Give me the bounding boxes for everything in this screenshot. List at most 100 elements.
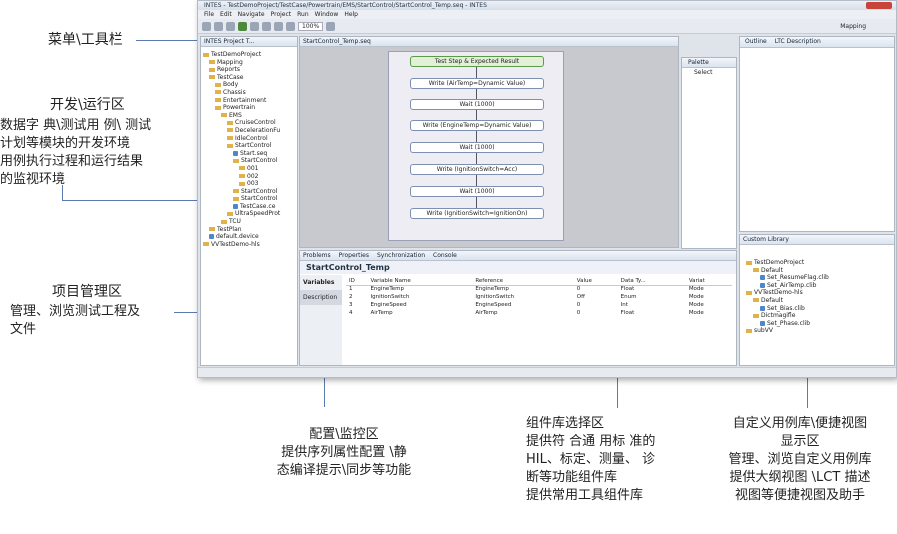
table-cell: Off [576, 294, 585, 300]
project-tree-item[interactable]: Powertrain [203, 104, 295, 112]
menu-navigate[interactable]: Navigate [237, 11, 265, 18]
column-header[interactable]: Variat [685, 277, 732, 286]
zoom-level[interactable]: 100% [298, 21, 324, 31]
project-tree-item[interactable]: StartControl [203, 142, 295, 150]
tree-item-label: 001 [247, 164, 259, 172]
image-icon[interactable] [326, 21, 336, 31]
table-cell: AirTemp [370, 310, 393, 316]
sequence-step[interactable]: Write (IgnitionSwitch=IgnitionOn) [410, 208, 544, 219]
project-tree-item[interactable]: TestPlan [203, 226, 295, 234]
variables-tab[interactable]: Variables [303, 279, 335, 286]
project-tree-item[interactable]: 003 [203, 180, 295, 188]
menu-run[interactable]: Run [297, 11, 309, 18]
close-icon[interactable] [866, 2, 892, 9]
print-icon[interactable] [226, 21, 235, 31]
tab-console[interactable]: Console [433, 252, 457, 259]
project-pointer-line [174, 312, 204, 313]
sequence-step[interactable]: Write (IgnitionSwitch=Acc) [410, 164, 544, 175]
sequence-step[interactable]: Wait (1000) [410, 142, 544, 153]
project-tree-item[interactable]: Start.seq [203, 150, 295, 158]
table-cell: EngineTemp [475, 286, 509, 293]
library-item-label: Set_Bias.clib [767, 304, 805, 312]
library-tree-item[interactable]: subVV [746, 327, 891, 335]
zoom-in-icon[interactable] [274, 21, 283, 31]
tree-item-label: TCU [229, 218, 241, 226]
save-icon[interactable] [214, 21, 223, 31]
project-tree-item[interactable]: VVTestDemo-hls [203, 241, 295, 249]
tree-item-label: StartControl [241, 187, 278, 195]
editor-tab[interactable]: StartControl_Temp.seq [300, 37, 678, 47]
folder-icon [753, 268, 759, 273]
library-tree-item[interactable]: VVTestDemo-hls [746, 289, 891, 297]
tree-item-label: UltraSpeedProt [235, 210, 281, 218]
tab-synchronization[interactable]: Synchronization [376, 252, 426, 259]
project-tree-item[interactable]: TCU [203, 218, 295, 226]
forward-icon[interactable] [262, 21, 271, 31]
tab-outline[interactable]: Outline [745, 37, 767, 45]
menu-project[interactable]: Project [270, 11, 292, 18]
library-tree-item[interactable]: Dictmagifle [746, 312, 891, 320]
project-tree-item[interactable]: TestCase [203, 74, 295, 82]
step-connector [476, 131, 477, 142]
config-area-description: 配置\监控区 提供序列属性配置 \静 态编译提示\同步等功能 [276, 427, 412, 478]
library-tree-item[interactable]: Set_Bias.clib [746, 305, 891, 313]
component-area-description: 组件库选择区 提供符 合通 用标 准的 HIL、标定、测量、 诊 断等功能组件库… [526, 416, 656, 503]
column-header[interactable]: Variable Name [367, 277, 473, 286]
menu-edit[interactable]: Edit [220, 11, 232, 18]
column-header[interactable]: Reference [472, 277, 574, 286]
project-tree-item[interactable]: StartControl [203, 195, 295, 203]
library-tree-item[interactable]: Set_Phase.clib [746, 320, 891, 328]
project-explorer-tab[interactable]: INTES Project T... [201, 37, 297, 47]
sequence-step[interactable]: Write (AirTemp=Dynamic Value) [410, 78, 544, 89]
library-tree-item[interactable]: Default [746, 267, 891, 275]
project-tree-item[interactable]: default.device [203, 233, 295, 241]
project-tree-item[interactable]: StartControl [203, 157, 295, 165]
project-tree-item[interactable]: Entertainment [203, 97, 295, 105]
new-icon[interactable] [202, 21, 211, 31]
library-tree-item[interactable]: Set_ResumeFlag.clib [746, 274, 891, 282]
project-tree-item[interactable]: 001 [203, 165, 295, 173]
menu-window[interactable]: Window [314, 11, 339, 18]
tab-problems[interactable]: Problems [303, 252, 331, 259]
back-icon[interactable] [250, 21, 259, 31]
project-tree-item[interactable]: Mapping [203, 59, 295, 67]
sequence-step[interactable]: Write (EngineTemp=Dynamic Value) [410, 120, 544, 131]
library-item-label: subVV [754, 327, 773, 335]
folder-icon [227, 128, 233, 133]
description-tab[interactable]: Description [300, 290, 342, 305]
project-tree-item[interactable]: UltraSpeedProt [203, 210, 295, 218]
run-icon[interactable] [238, 21, 247, 31]
project-tree-item[interactable]: Reports [203, 66, 295, 74]
project-tree-item[interactable]: Chassis [203, 89, 295, 97]
project-tree-item[interactable]: Body [203, 81, 295, 89]
project-tree-item[interactable]: DecelerationFu [203, 127, 295, 135]
tree-item-label: Chassis [223, 88, 246, 96]
library-tree-item[interactable]: TestDemoProject [746, 259, 891, 267]
sequence-step[interactable]: Wait (1000) [410, 99, 544, 110]
library-tree-item[interactable]: Default [746, 297, 891, 305]
tab-ltc-description[interactable]: LTC Description [774, 37, 821, 45]
column-header[interactable]: Value [573, 277, 618, 286]
column-header[interactable]: Data Ty... [617, 277, 686, 286]
sequence-step[interactable]: Wait (1000) [410, 186, 544, 197]
project-tree-item[interactable]: CruiseControl [203, 119, 295, 127]
project-tree-item[interactable]: EMS [203, 112, 295, 120]
palette-item[interactable]: Select [694, 69, 713, 76]
library-tree-item[interactable]: Set_AirTemp.clib [746, 282, 891, 290]
project-tree-item[interactable]: StartControl [203, 188, 295, 196]
perspective-mapping[interactable]: Mapping [840, 22, 866, 30]
project-tree-item[interactable]: TestDemoProject [203, 51, 295, 59]
column-header[interactable]: ID [346, 277, 368, 286]
project-tree-item[interactable]: IdleControl [203, 135, 295, 143]
zoom-out-icon[interactable] [286, 21, 295, 31]
tab-properties[interactable]: Properties [338, 252, 369, 259]
project-tree-item[interactable]: 002 [203, 173, 295, 181]
menu-file[interactable]: File [204, 11, 215, 18]
project-tree-item[interactable]: TestCase.ce [203, 203, 295, 211]
menu-help[interactable]: Help [344, 11, 358, 18]
test-step-header[interactable]: Test Step & Expected Result [410, 56, 544, 67]
